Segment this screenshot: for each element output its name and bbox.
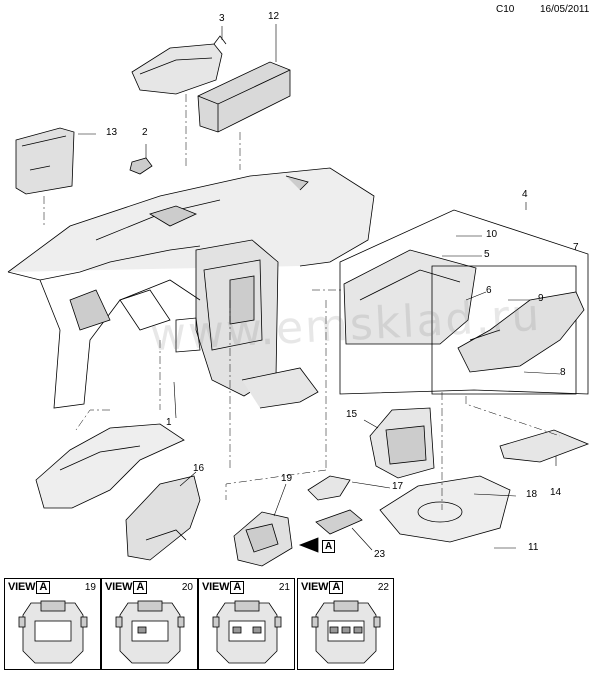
switch-bezel-front-view	[115, 600, 185, 664]
callout-10: 10	[486, 229, 498, 240]
callout-2: 2	[142, 127, 148, 138]
switch-bezel-front-view	[212, 600, 282, 664]
view-panel-number: 19	[84, 582, 96, 593]
callout-11: 11	[528, 542, 539, 553]
view-panel-number: 20	[181, 582, 193, 593]
callout-12: 12	[268, 11, 280, 22]
callout-5: 5	[484, 249, 490, 260]
callout-23: 23	[374, 549, 386, 560]
callout-19: 19	[281, 473, 293, 484]
view-marker-label: A	[322, 540, 336, 553]
callout-6: 6	[486, 285, 492, 296]
callout-18: 18	[526, 489, 538, 500]
callout-9: 9	[538, 293, 544, 304]
diagram-date: 16/05/2011	[540, 4, 590, 15]
view-panel-number: 22	[377, 582, 389, 593]
callout-14: 14	[550, 487, 562, 498]
diagram-code: C10	[496, 4, 515, 15]
callout-3: 3	[219, 13, 225, 24]
switch-bezel-front-view	[18, 600, 88, 664]
callout-15: 15	[346, 409, 358, 420]
switch-bezel-front-view	[311, 600, 381, 664]
callout-8: 8	[560, 367, 566, 378]
callout-16: 16	[193, 463, 205, 474]
callout-4: 4	[522, 189, 528, 200]
callout-13: 13	[106, 127, 118, 138]
view-panel-number: 21	[278, 582, 290, 593]
callout-7: 7	[573, 242, 579, 253]
callout-17: 17	[392, 481, 404, 492]
callout-1: 1	[166, 417, 172, 428]
